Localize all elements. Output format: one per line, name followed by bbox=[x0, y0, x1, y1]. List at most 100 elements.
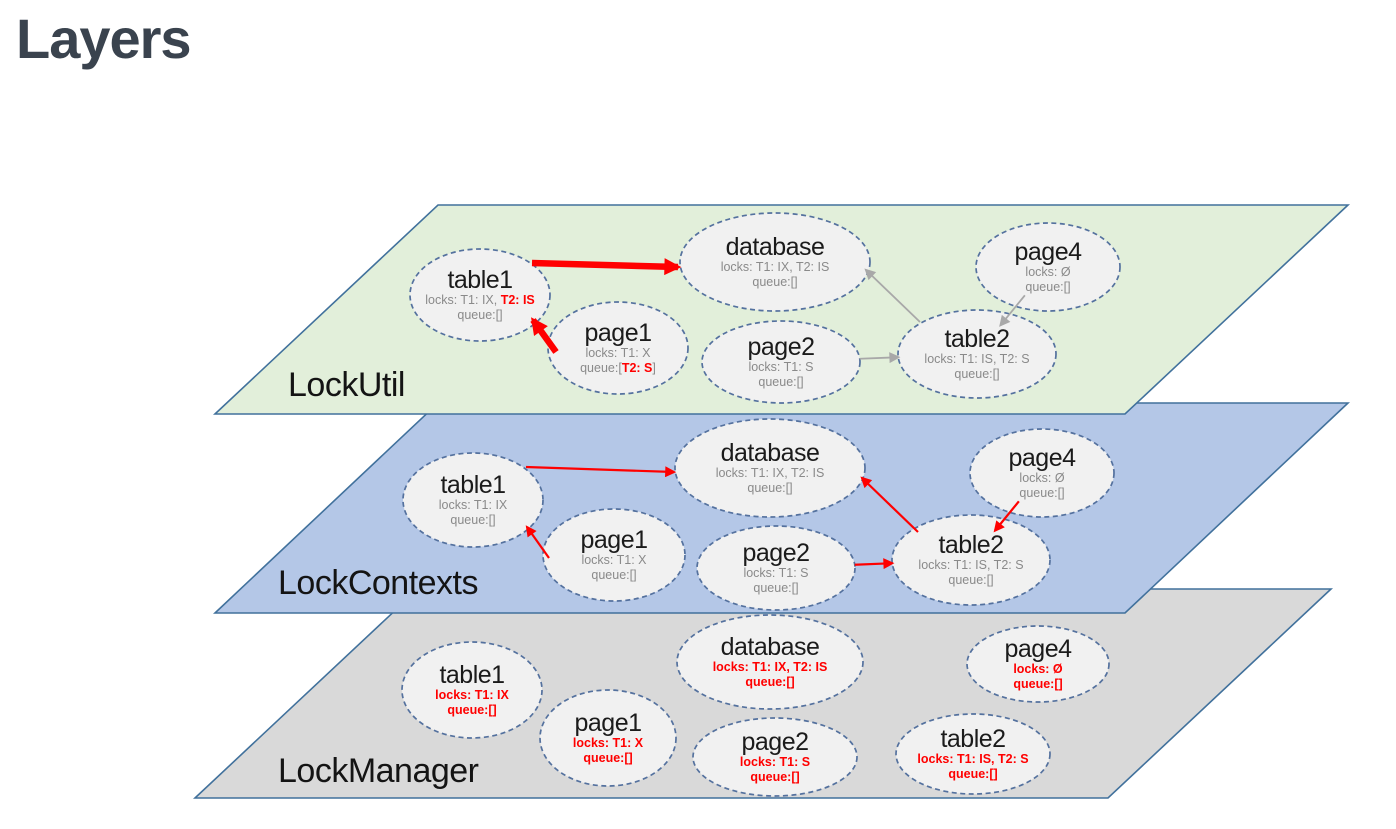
node-locks-line: locks: T1: IX, T2: IS bbox=[721, 260, 830, 275]
node-title: database bbox=[725, 233, 825, 261]
queue-text-red: T2: S bbox=[621, 361, 653, 375]
lockcontexts-node-page4: page4 locks: Ø queue:[] bbox=[970, 429, 1114, 517]
node-queue-line: queue:[] bbox=[753, 581, 798, 596]
node-queue-line: queue:[] bbox=[948, 573, 993, 588]
queue-text: queue:[] bbox=[752, 275, 798, 289]
locks-text: locks: T1: X bbox=[581, 553, 647, 567]
node-title: table2 bbox=[940, 725, 1006, 753]
node-queue-line: queue:[] bbox=[745, 675, 794, 690]
lockcontexts-node-page1: page1 locks: T1: X queue:[] bbox=[543, 509, 685, 601]
node-queue-line: queue:[] bbox=[750, 770, 799, 785]
node-title: page4 bbox=[1008, 444, 1076, 472]
lockutil-node-table1: table1 locks: T1: IX, T2: IS queue:[] bbox=[410, 249, 550, 341]
node-locks-line: locks: T1: IX, T2: IS bbox=[716, 466, 825, 481]
node-ellipse-table2 bbox=[895, 713, 1051, 795]
locks-text: locks: T1: S bbox=[743, 566, 809, 580]
node-locks-line: locks: T1: IX bbox=[435, 688, 509, 703]
node-ellipse-page2 bbox=[701, 320, 861, 404]
node-title: page1 bbox=[574, 709, 642, 737]
locks-text: locks: T1: IS, T2: S bbox=[924, 352, 1030, 366]
locks-text: locks: T1: IS, T2: S bbox=[918, 558, 1024, 572]
locks-text: locks: T1: IX, T2: IS bbox=[720, 260, 830, 274]
queue-text-red: queue:[] bbox=[1013, 677, 1063, 691]
layer-label-lockmanager: LockManager bbox=[278, 752, 479, 790]
lockmanager-node-page1: page1 locks: T1: X queue:[] bbox=[540, 690, 676, 786]
node-queue-line: queue:[] bbox=[1013, 677, 1062, 692]
queue-text: queue:[] bbox=[948, 573, 994, 587]
queue-text-red: queue:[] bbox=[745, 675, 795, 689]
lockmanager-node-table2: table2 locks: T1: IS, T2: S queue:[] bbox=[896, 714, 1050, 794]
lockutil-node-page2: page2 locks: T1: S queue:[] bbox=[702, 321, 860, 403]
queue-text: queue:[] bbox=[753, 581, 799, 595]
node-queue-line: queue:[] bbox=[948, 767, 997, 782]
locks-text-red: locks: T1: IS, T2: S bbox=[917, 752, 1029, 766]
node-queue-line: queue:[] bbox=[591, 568, 636, 583]
node-locks-line: locks: T1: IS, T2: S bbox=[917, 752, 1028, 767]
lockmanager-node-page2: page2 locks: T1: S queue:[] bbox=[693, 718, 857, 796]
node-locks-line: locks: T1: IS, T2: S bbox=[918, 558, 1023, 573]
queue-text: queue:[] bbox=[591, 568, 637, 582]
node-locks-line: locks: T1: S bbox=[740, 755, 810, 770]
node-locks-line: locks: T1: X bbox=[585, 346, 650, 361]
locks-text: locks: T1: IX, bbox=[425, 293, 501, 307]
queue-text: queue:[] bbox=[450, 513, 496, 527]
lockutil-node-page1: page1 locks: T1: X queue:[T2: S] bbox=[548, 302, 688, 394]
node-ellipse-page1 bbox=[542, 508, 686, 602]
node-title: page2 bbox=[741, 728, 809, 756]
node-locks-line: locks: T1: IX, T2: IS bbox=[425, 293, 535, 308]
node-ellipse-table1 bbox=[402, 452, 544, 548]
node-title: database bbox=[720, 633, 820, 661]
node-title: table2 bbox=[938, 531, 1004, 559]
locks-text-red: T2: IS bbox=[500, 293, 535, 307]
lockmanager-node-database: database locks: T1: IX, T2: IS queue:[] bbox=[677, 615, 863, 709]
page-title: Layers bbox=[16, 7, 192, 70]
node-locks-line: locks: T1: IX bbox=[439, 498, 508, 513]
node-title: table2 bbox=[944, 325, 1010, 353]
node-queue-line: queue:[] bbox=[457, 308, 502, 323]
node-queue-line: queue:[T2: S] bbox=[580, 361, 656, 376]
node-locks-line: locks: Ø bbox=[1019, 471, 1064, 486]
locks-text-red: locks: T1: X bbox=[572, 736, 644, 750]
lockcontexts-node-database: database locks: T1: IX, T2: IS queue:[] bbox=[675, 419, 865, 517]
node-ellipse-page1 bbox=[539, 689, 677, 787]
node-queue-line: queue:[] bbox=[1019, 486, 1064, 501]
locks-text: locks: T1: IX, T2: IS bbox=[715, 466, 825, 480]
lockmanager-node-page4: page4 locks: Ø queue:[] bbox=[967, 626, 1109, 702]
locks-text: locks: Ø bbox=[1019, 471, 1065, 485]
node-locks-line: locks: T1: X bbox=[581, 553, 646, 568]
lockutil-node-database: database locks: T1: IX, T2: IS queue:[] bbox=[680, 213, 870, 311]
node-locks-line: locks: T1: IX, T2: IS bbox=[713, 660, 828, 675]
locks-text-red: locks: T1: IX bbox=[435, 688, 509, 702]
node-title: page2 bbox=[742, 539, 810, 567]
node-title: page2 bbox=[747, 333, 815, 361]
queue-text: queue:[] bbox=[954, 367, 1000, 381]
node-locks-line: locks: T1: IS, T2: S bbox=[924, 352, 1029, 367]
locks-text: locks: T1: IX bbox=[438, 498, 508, 512]
lockutil-node-page4: page4 locks: Ø queue:[] bbox=[976, 223, 1120, 311]
node-ellipse-page1 bbox=[547, 301, 689, 395]
node-queue-line: queue:[] bbox=[450, 513, 495, 528]
node-queue-line: queue:[] bbox=[747, 481, 792, 496]
locks-text-red: locks: T1: IX, T2: IS bbox=[712, 660, 828, 674]
node-queue-line: queue:[] bbox=[954, 367, 999, 382]
node-locks-line: locks: T1: S bbox=[743, 566, 808, 581]
queue-text: queue:[] bbox=[747, 481, 793, 495]
queue-text-red: queue:[] bbox=[447, 703, 497, 717]
node-ellipse-page4 bbox=[966, 625, 1110, 703]
lockcontexts-node-table2: table2 locks: T1: IS, T2: S queue:[] bbox=[892, 515, 1050, 605]
node-ellipse-page2 bbox=[696, 525, 856, 611]
queue-text-red: queue:[] bbox=[750, 770, 800, 784]
node-ellipse-page2 bbox=[692, 717, 858, 797]
node-title: page4 bbox=[1004, 635, 1072, 663]
lockutil-node-table2: table2 locks: T1: IS, T2: S queue:[] bbox=[898, 310, 1056, 398]
queue-text-red: queue:[] bbox=[948, 767, 998, 781]
locks-text: locks: T1: X bbox=[585, 346, 651, 360]
node-title: page4 bbox=[1014, 238, 1082, 266]
queue-text: queue:[] bbox=[1019, 486, 1065, 500]
node-queue-line: queue:[] bbox=[758, 375, 803, 390]
locks-text: locks: T1: S bbox=[748, 360, 814, 374]
queue-text: queue:[ bbox=[580, 361, 622, 375]
queue-text: queue:[] bbox=[1025, 280, 1071, 294]
node-title: table1 bbox=[447, 266, 513, 294]
